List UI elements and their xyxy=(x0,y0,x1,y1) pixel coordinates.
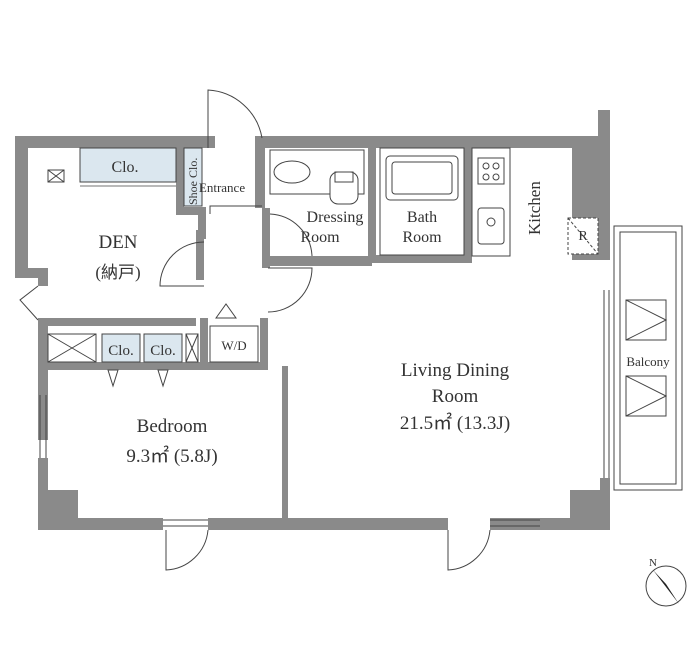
closet-b-label: Clo. xyxy=(150,343,175,359)
shoe-closet-label: Shoe Clo. xyxy=(186,158,200,205)
stove-icon xyxy=(477,157,505,185)
bath-label-2: Room xyxy=(402,229,442,246)
pipe-space-small xyxy=(185,333,199,363)
walls xyxy=(15,110,610,530)
closet-a-label: Clo. xyxy=(108,343,133,359)
wd-label: W/D xyxy=(221,338,246,353)
dressing-label-1: Dressing xyxy=(307,209,364,226)
compass-icon: N xyxy=(645,557,687,607)
closet-top-label: Clo. xyxy=(111,159,138,176)
den-label-1: DEN xyxy=(98,232,137,253)
balcony-vent-top xyxy=(625,299,668,341)
refrigerator: R xyxy=(567,217,599,255)
bedroom-label-1: Bedroom xyxy=(137,416,208,437)
den-label-2: (納戸) xyxy=(95,263,140,282)
entrance-label: Entrance xyxy=(199,180,245,195)
bath-label-1: Bath xyxy=(407,209,437,226)
bathtub xyxy=(385,155,459,201)
compass-label: N xyxy=(649,557,657,569)
living-label-2: Room xyxy=(432,386,479,407)
windows xyxy=(39,290,610,527)
kitchen-sink xyxy=(477,207,505,245)
sink xyxy=(269,149,365,195)
toilet xyxy=(329,171,359,205)
doors xyxy=(19,89,491,571)
closet-top: Clo. xyxy=(79,147,177,187)
washer-dryer: W/D xyxy=(209,303,259,363)
living-label-3: 21.5㎡ (13.3J) xyxy=(400,411,510,434)
closet-b: Clo. xyxy=(143,333,183,363)
closet-a: Clo. xyxy=(101,333,141,363)
balcony: Balcony xyxy=(613,225,683,491)
bedroom-label-2: 9.3㎡ (5.8J) xyxy=(126,444,217,467)
kitchen-label: Kitchen xyxy=(525,181,544,235)
shoe-closet: Shoe Clo. xyxy=(183,147,203,207)
living-label-1: Living Dining xyxy=(401,360,510,381)
balcony-vent-bottom xyxy=(625,375,668,417)
pipe-space-left xyxy=(47,333,97,363)
vent-box xyxy=(47,169,65,183)
dressing-label-2: Room xyxy=(300,229,340,246)
balcony-label: Balcony xyxy=(626,354,670,369)
fridge-label: R xyxy=(578,229,588,244)
